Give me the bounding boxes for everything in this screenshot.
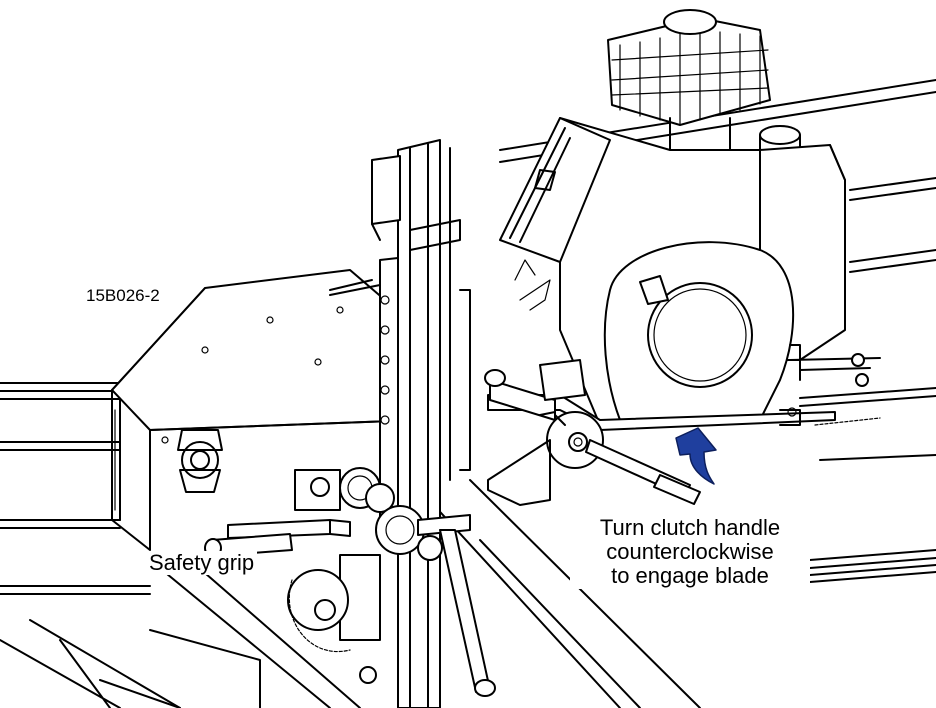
engine-block	[487, 9, 881, 431]
vertical-mast	[329, 139, 471, 708]
drive-assembly	[204, 467, 496, 697]
clutch-instruction-line-2: counterclockwise	[606, 539, 774, 565]
safety-grip-callout: Safety grip	[146, 550, 258, 576]
rotation-arrow-icon	[675, 427, 717, 485]
figure-id-label: 15B026-2	[86, 286, 160, 305]
lower-frame	[0, 479, 701, 708]
blade-guard-housing	[111, 269, 421, 551]
clutch-instruction-callout: Turn clutch handle counterclockwise to e…	[570, 515, 810, 589]
clutch-assembly	[484, 359, 701, 506]
clutch-instruction-line-1: Turn clutch handle	[599, 515, 781, 540]
clutch-instruction-line-3: to engage blade	[611, 563, 769, 589]
